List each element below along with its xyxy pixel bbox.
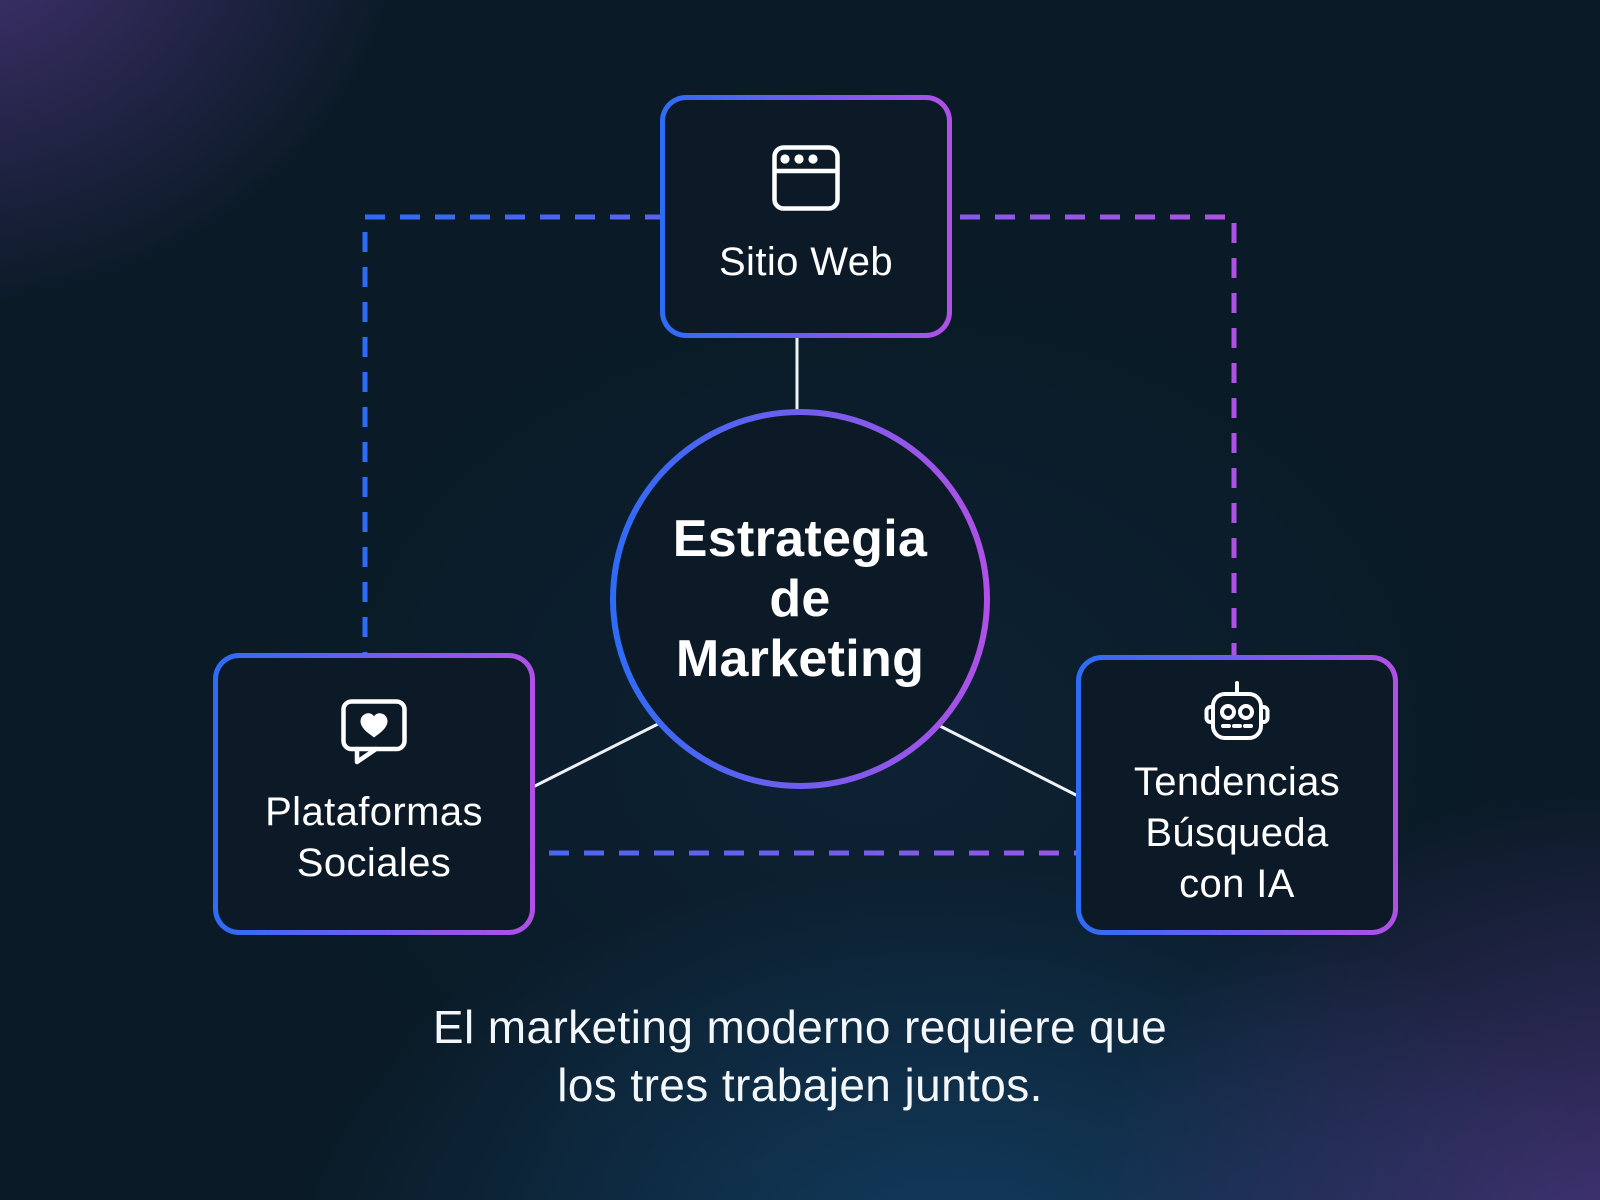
node-social-label: Plataformas Sociales bbox=[265, 790, 483, 885]
node-website-label: Sitio Web bbox=[718, 240, 894, 285]
browser-window-icon bbox=[772, 145, 840, 211]
robot-icon bbox=[1204, 681, 1270, 741]
node-website: Sitio Web bbox=[660, 95, 952, 338]
connector-hub-social bbox=[523, 720, 664, 793]
hub-circle: Estrategia de Marketing bbox=[610, 409, 990, 789]
hub-label: Estrategia de Marketing bbox=[672, 509, 928, 689]
node-social: Plataformas Sociales bbox=[213, 653, 535, 935]
node-ai: Tendencias Búsqueda con IA bbox=[1076, 655, 1398, 935]
chat-heart-icon bbox=[341, 699, 407, 765]
node-ai-label: Tendencias Búsqueda con IA bbox=[1133, 760, 1341, 906]
connector-hub-ai bbox=[938, 724, 1078, 797]
caption-text: El marketing moderno requiere que los tr… bbox=[432, 1001, 1168, 1112]
